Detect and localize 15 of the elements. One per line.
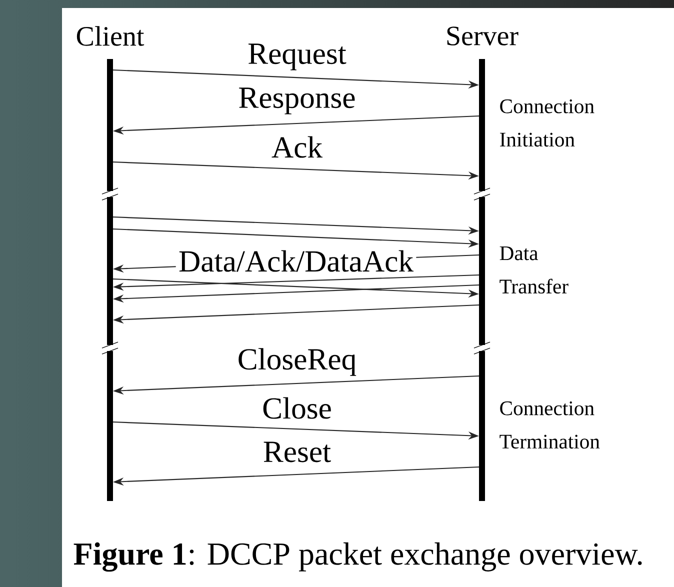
edge-label: CloseReq	[238, 348, 356, 376]
caption: Figure 1: DCCP packet exchange overview.	[74, 542, 642, 572]
edge-label: Data/Ack/DataAck	[176, 248, 416, 274]
participant-label: Client	[76, 26, 144, 46]
lifeline-drawing	[102, 59, 118, 501]
edge-label: Close	[263, 397, 331, 419]
edge-label: Ack	[272, 136, 323, 158]
participant-label: Server	[447, 26, 518, 46]
lifeline-drawing	[474, 59, 490, 501]
edge-label: Response	[239, 88, 355, 114]
phase-label: Connection Termination	[500, 401, 600, 449]
phase-label: Connection Initiation	[500, 99, 594, 147]
edge-label: Reset	[264, 442, 331, 462]
edge-label: Request	[248, 44, 346, 70]
phase-label: Data Transfer	[500, 246, 568, 294]
